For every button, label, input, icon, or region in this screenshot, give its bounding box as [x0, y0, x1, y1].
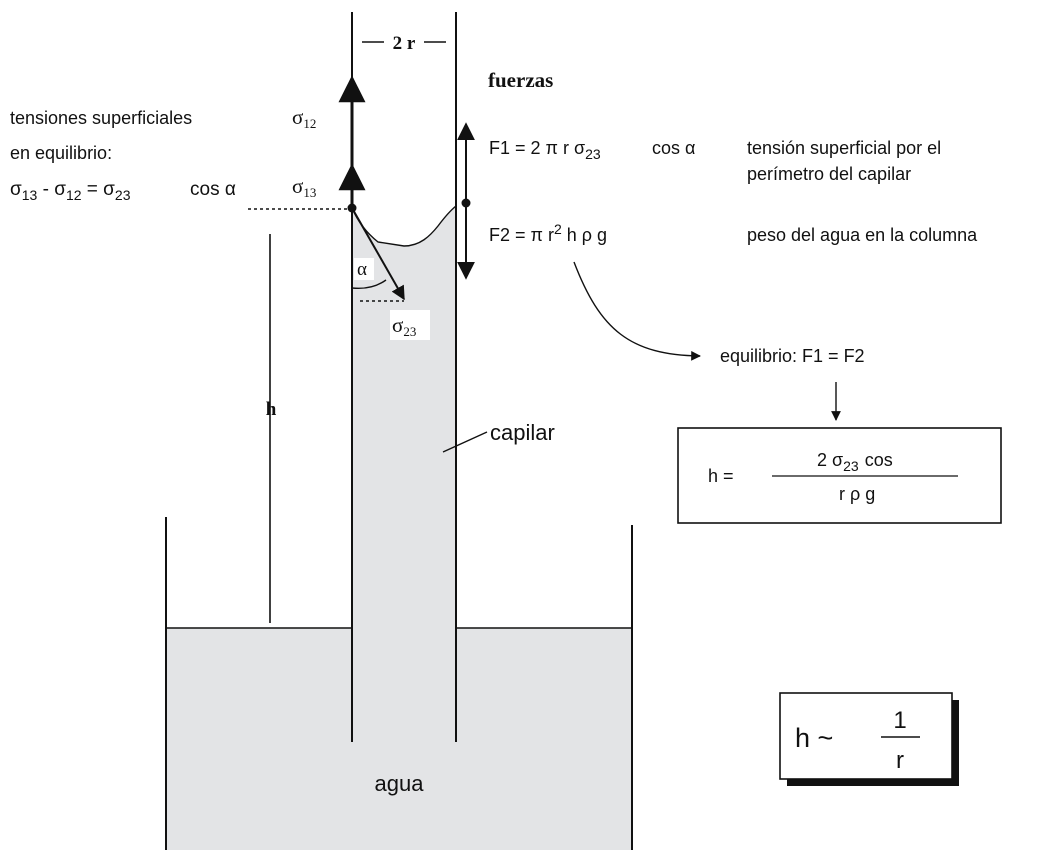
agua-label: agua — [375, 771, 425, 796]
sigma13-label: σ13 — [292, 174, 316, 200]
formula-lhs: h = — [708, 466, 734, 486]
curved-arrow — [573, 261, 701, 361]
equilibrio-text: equilibrio: F1 = F2 — [720, 346, 865, 366]
formula-denominator: r ρ g — [839, 484, 875, 504]
force-arrow-dot — [461, 198, 471, 208]
width-label: 2 r — [393, 33, 416, 54]
sigma23-label: σ23 — [392, 313, 416, 339]
fuerzas-title: fuerzas — [488, 68, 553, 92]
proportional-lhs: h ~ — [795, 723, 833, 753]
proportional-box — [779, 692, 953, 780]
f1-description-line2: perímetro del capilar — [747, 164, 911, 184]
f1-description-line1: tensión superficial por el — [747, 138, 941, 158]
alpha-arc — [351, 279, 387, 290]
f2-description: peso del agua en la columna — [747, 225, 978, 245]
h-label: h — [266, 399, 277, 420]
left-text-line1: tensiones superficiales — [10, 108, 192, 128]
sigma23-arrow — [351, 207, 405, 301]
left-text-line2: en equilibrio: — [10, 143, 112, 163]
proportional-numerator: 1 — [893, 707, 906, 734]
capilar-label: capilar — [490, 420, 555, 445]
sigma12-label: σ12 — [292, 105, 316, 131]
capillary-water-column — [352, 206, 456, 742]
alpha-label: α — [357, 259, 367, 280]
capilar-pointer — [442, 431, 488, 453]
proportional-denominator: r — [896, 747, 904, 774]
f2-formula: F2 = π r2 h ρ g — [489, 221, 607, 245]
